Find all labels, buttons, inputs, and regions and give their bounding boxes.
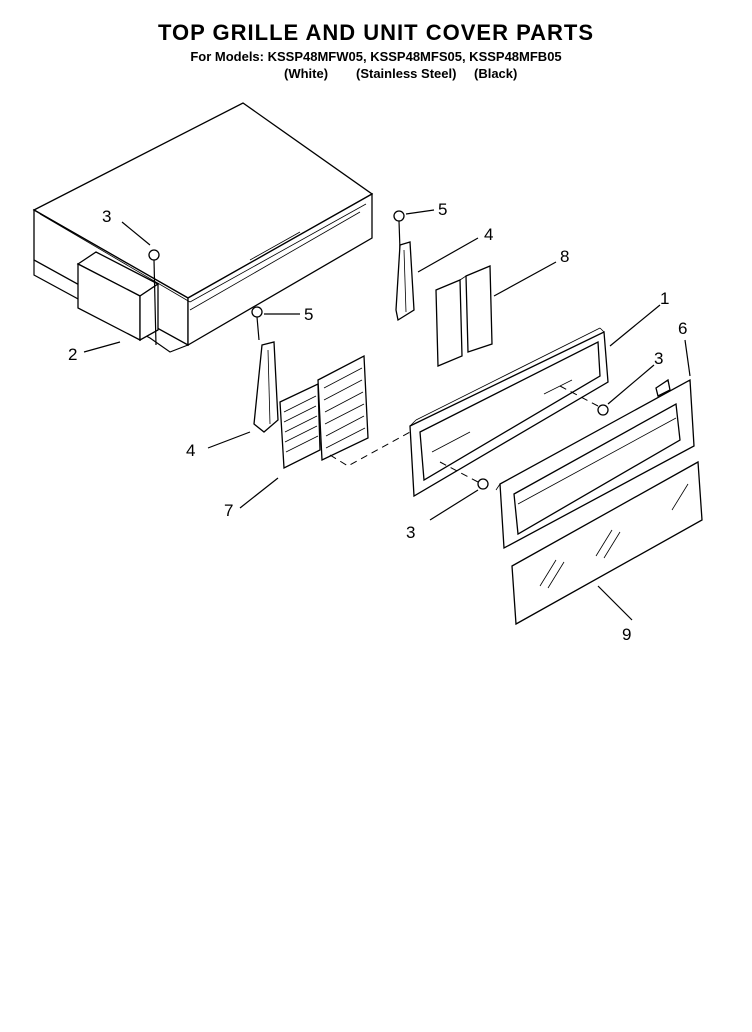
callout-unit-cover-screw: 3 [102,207,111,226]
callout-bracket-upper: 4 [484,225,493,244]
screw-icon [439,461,489,490]
bracket-lower [251,306,279,433]
grille-frame [409,327,609,498]
callout-grille-screw-right: 3 [654,349,663,368]
callout-unit-cover: 2 [68,345,77,364]
callout-grille-screw-left: 3 [406,523,415,542]
callout-filter: 7 [224,501,233,520]
finish-white: (White) [284,66,329,81]
bracket-cover [435,265,493,367]
glass-insert [511,460,703,626]
callout-glass-insert: 9 [622,625,631,644]
callout-grille-panel: 6 [678,319,687,338]
callout-grille-frame: 1 [660,289,669,308]
unit-cover [32,102,374,353]
page-title: TOP GRILLE AND UNIT COVER PARTS [158,20,594,45]
callout-bracket-lower: 4 [186,441,195,460]
bracket-upper [393,210,415,322]
models-line: For Models: KSSP48MFW05, KSSP48MFS05, KS… [190,49,562,64]
grille-panel [495,378,695,550]
finish-stainless-steel: (Stainless Steel) [356,66,457,81]
callout-bracket-screw-lower: 5 [304,305,313,324]
compressor-box [76,251,160,342]
leader-lines [83,209,691,621]
callout-bracket-screw-upper: 5 [438,200,447,219]
screw-icon [559,385,609,416]
callout-bracket-cover: 8 [560,247,569,266]
finish-black: (Black) [474,66,518,81]
filter [279,354,369,470]
screw-icon [148,249,160,346]
